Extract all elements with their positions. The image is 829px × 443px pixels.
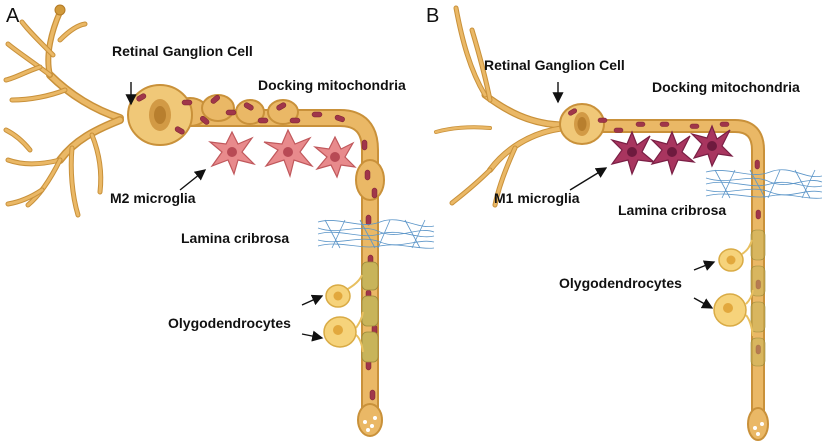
panel-a-label-oligo: Olygodendrocytes xyxy=(168,315,291,331)
panel-b-soma xyxy=(559,103,605,145)
panel-b-letter: B xyxy=(426,5,439,27)
panel-b-dendrites xyxy=(434,5,569,208)
panel-a-soma xyxy=(127,84,193,146)
axon-terminal xyxy=(357,403,383,437)
panel-a-label-lamina: Lamina cribrosa xyxy=(181,230,289,246)
panel-b-m1-microglia xyxy=(609,124,734,176)
panel-b: B xyxy=(426,5,823,441)
panel-b-label-mito: Docking mitochondria xyxy=(652,79,800,95)
panel-b-axon xyxy=(583,119,769,441)
panel-a-dendrites xyxy=(3,4,124,218)
panel-b-label-microglia: M1 microglia xyxy=(494,190,580,206)
panel-a-myelin xyxy=(361,261,379,363)
panel-a: A xyxy=(3,4,435,437)
dendrite-tip-icon xyxy=(54,4,66,16)
panel-a-label-cell: Retinal Ganglion Cell xyxy=(112,43,253,59)
panel-b-label-cell: Retinal Ganglion Cell xyxy=(484,57,625,73)
panel-a-oligodendrocytes xyxy=(323,274,364,353)
axon-terminal xyxy=(747,407,769,441)
panel-b-label-lamina: Lamina cribrosa xyxy=(618,202,726,218)
panel-a-letter: A xyxy=(6,5,20,27)
panel-b-label-oligo: Olygodendrocytes xyxy=(559,275,682,291)
panel-a-m2-microglia xyxy=(208,128,357,179)
panel-a-lamina-cribrosa xyxy=(317,219,435,249)
panel-b-myelin xyxy=(750,229,766,367)
panel-a-label-mito: Docking mitochondria xyxy=(258,77,406,93)
panel-b-lamina-cribrosa xyxy=(705,169,823,199)
panel-a-label-microglia: M2 microglia xyxy=(110,190,196,206)
panel-b-oligodendrocytes xyxy=(713,239,754,337)
